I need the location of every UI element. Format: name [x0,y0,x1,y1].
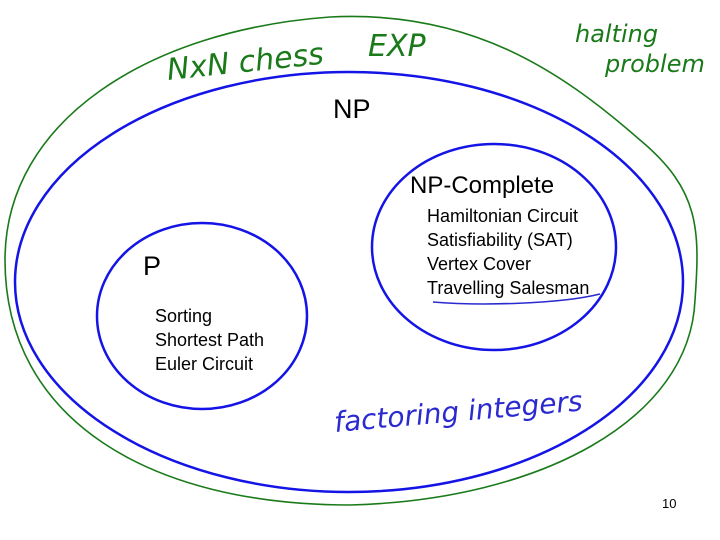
np-complete-circle [370,142,618,352]
np-label: NP [333,94,371,124]
np-complete-item: Hamiltonian Circuit [427,206,578,226]
p-item: Euler Circuit [155,354,253,374]
p-circle [95,221,309,411]
p-item: Sorting [155,306,212,326]
np-complete-label: NP-Complete [410,172,554,199]
page-number: 10 [662,496,676,511]
exp-boundary [4,15,698,506]
factoring-annotation: factoring integers [333,384,584,439]
np-ellipse [13,70,685,494]
np-complete-item: Vertex Cover [427,254,531,274]
p-item: Shortest Path [155,330,264,350]
problem-annotation: problem [604,50,705,78]
exp-annotation: EXP [368,29,427,64]
p-label: P [143,251,161,281]
np-complete-item: Travelling Salesman [427,278,589,298]
np-complete-item: Satisfiability (SAT) [427,230,573,250]
nxn-chess-annotation: NxN chess [165,37,325,88]
halting-annotation: halting [575,20,658,48]
underline-stroke [432,293,601,305]
